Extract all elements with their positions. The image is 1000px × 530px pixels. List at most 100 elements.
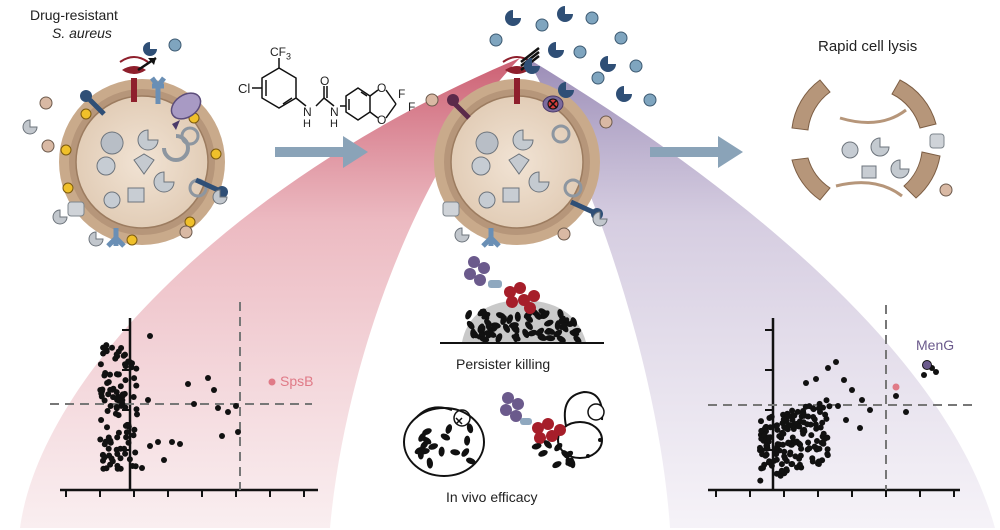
scatter-right-point [867, 407, 873, 413]
meng-point [922, 360, 932, 370]
persister-cell [511, 334, 521, 342]
spsb-label: SpsB [280, 373, 314, 389]
atom-cl: Cl [238, 81, 251, 96]
bacteria-in-mouse [531, 443, 542, 450]
scatter-right-point [757, 477, 764, 484]
extracellular-particles-1 [22, 38, 228, 247]
scatter-left-point [130, 394, 137, 400]
scatter-left-point [235, 429, 241, 435]
scatter-right-point [797, 441, 804, 448]
scatter-left-points [97, 333, 241, 472]
scatter-left-point [119, 391, 126, 398]
scatter-left-point [104, 424, 110, 431]
scatter-right-point [809, 455, 816, 462]
scatter-right-point [780, 416, 787, 423]
compound-chain-1 [464, 256, 540, 314]
scatter-right-point [825, 365, 831, 371]
scatter-right-point [779, 429, 786, 436]
scatter-right-point [783, 458, 790, 464]
bacteria-in-mouse [445, 424, 453, 434]
scatter-plot-left [50, 302, 318, 497]
scatter-left-point [114, 451, 121, 457]
rapid-cell-lysis-label: Rapid cell lysis [818, 38, 918, 55]
bacteria-in-mouse [464, 435, 471, 446]
bacteria-in-mouse [461, 448, 470, 457]
scatter-left-point [98, 417, 105, 423]
scatter-left-point [104, 380, 111, 386]
scatter-right-point [823, 415, 830, 422]
scatter-left-point [108, 455, 115, 462]
scatter-left-point [211, 387, 217, 393]
atom-cf3: CF3 [270, 45, 292, 62]
scatter-left-point [131, 426, 138, 433]
persister-cell [466, 320, 475, 330]
scatter-left-point [100, 465, 107, 472]
scatter-right-point [758, 418, 764, 425]
persister-cell [506, 314, 514, 324]
persister-cell [502, 323, 511, 333]
scatter-left-point [215, 405, 221, 411]
persister-killing-label: Persister killing [456, 356, 551, 372]
bacteria-in-mouse [450, 449, 461, 456]
persister-cell [483, 330, 494, 337]
persister-cell [527, 329, 538, 337]
scatter-right-point [810, 406, 817, 413]
scatter-right-point [843, 417, 849, 423]
persister-cell [470, 328, 477, 339]
scatter-left-point [107, 386, 114, 393]
scatter-right-point [760, 464, 766, 471]
scatter-left-point [113, 404, 120, 410]
persister-cell [479, 308, 489, 317]
scatter-right-point [814, 438, 820, 444]
scatter-right-point [789, 434, 796, 441]
atom-f1: F [398, 87, 406, 101]
scatter-left-point [120, 352, 127, 359]
scatter-right-point [801, 428, 808, 435]
scatter-left-point [101, 454, 108, 461]
scatter-right-point [806, 403, 813, 410]
process-arrow-1 [275, 136, 368, 168]
scatter-left-point [113, 389, 120, 396]
persister-cell [524, 314, 534, 323]
persister-cell [545, 327, 556, 335]
bacteria-in-mouse [428, 443, 439, 450]
scatter-right-point [782, 425, 789, 431]
scatter-left-point [185, 381, 191, 387]
in-vivo-efficacy-label: In vivo efficacy [446, 489, 538, 505]
scatter-left-point [169, 439, 175, 445]
scatter-right-point [817, 409, 823, 415]
scatter-left-point [125, 439, 132, 446]
s-aureus-label: S. aureus [52, 25, 112, 41]
persister-cell [479, 336, 490, 343]
scatter-right-point [817, 424, 824, 431]
scatter-left-point [122, 450, 129, 457]
scatter-right-point [766, 415, 773, 421]
bacteria-in-mouse [552, 461, 562, 469]
persister-cell [477, 323, 485, 333]
persister-cell [567, 319, 577, 327]
persister-cell [573, 335, 582, 344]
atom-h1: H [303, 118, 311, 130]
scatter-left-point [219, 433, 225, 439]
scatter-left-point [128, 364, 135, 371]
scatter-left-point [102, 370, 109, 376]
scatter-right-point [820, 430, 827, 437]
scatter-right-point [824, 434, 831, 441]
scatter-right-point [813, 376, 819, 382]
mouse-dead-icon [403, 406, 485, 477]
scatter-left-point [233, 403, 239, 409]
scatter-left-point [110, 394, 117, 401]
scatter-right-point [789, 407, 796, 414]
red-fan [20, 58, 520, 528]
scatter-left-point [130, 432, 137, 439]
scatter-left-point [127, 359, 133, 366]
scatter-right-point [812, 421, 819, 428]
persister-cell [553, 329, 563, 338]
process-arrow-2 [650, 136, 743, 168]
scatter-left-point [100, 350, 107, 357]
scatter-right-point [785, 439, 792, 446]
scatter-left-point [123, 434, 130, 441]
bacteria-in-mouse [426, 458, 433, 469]
